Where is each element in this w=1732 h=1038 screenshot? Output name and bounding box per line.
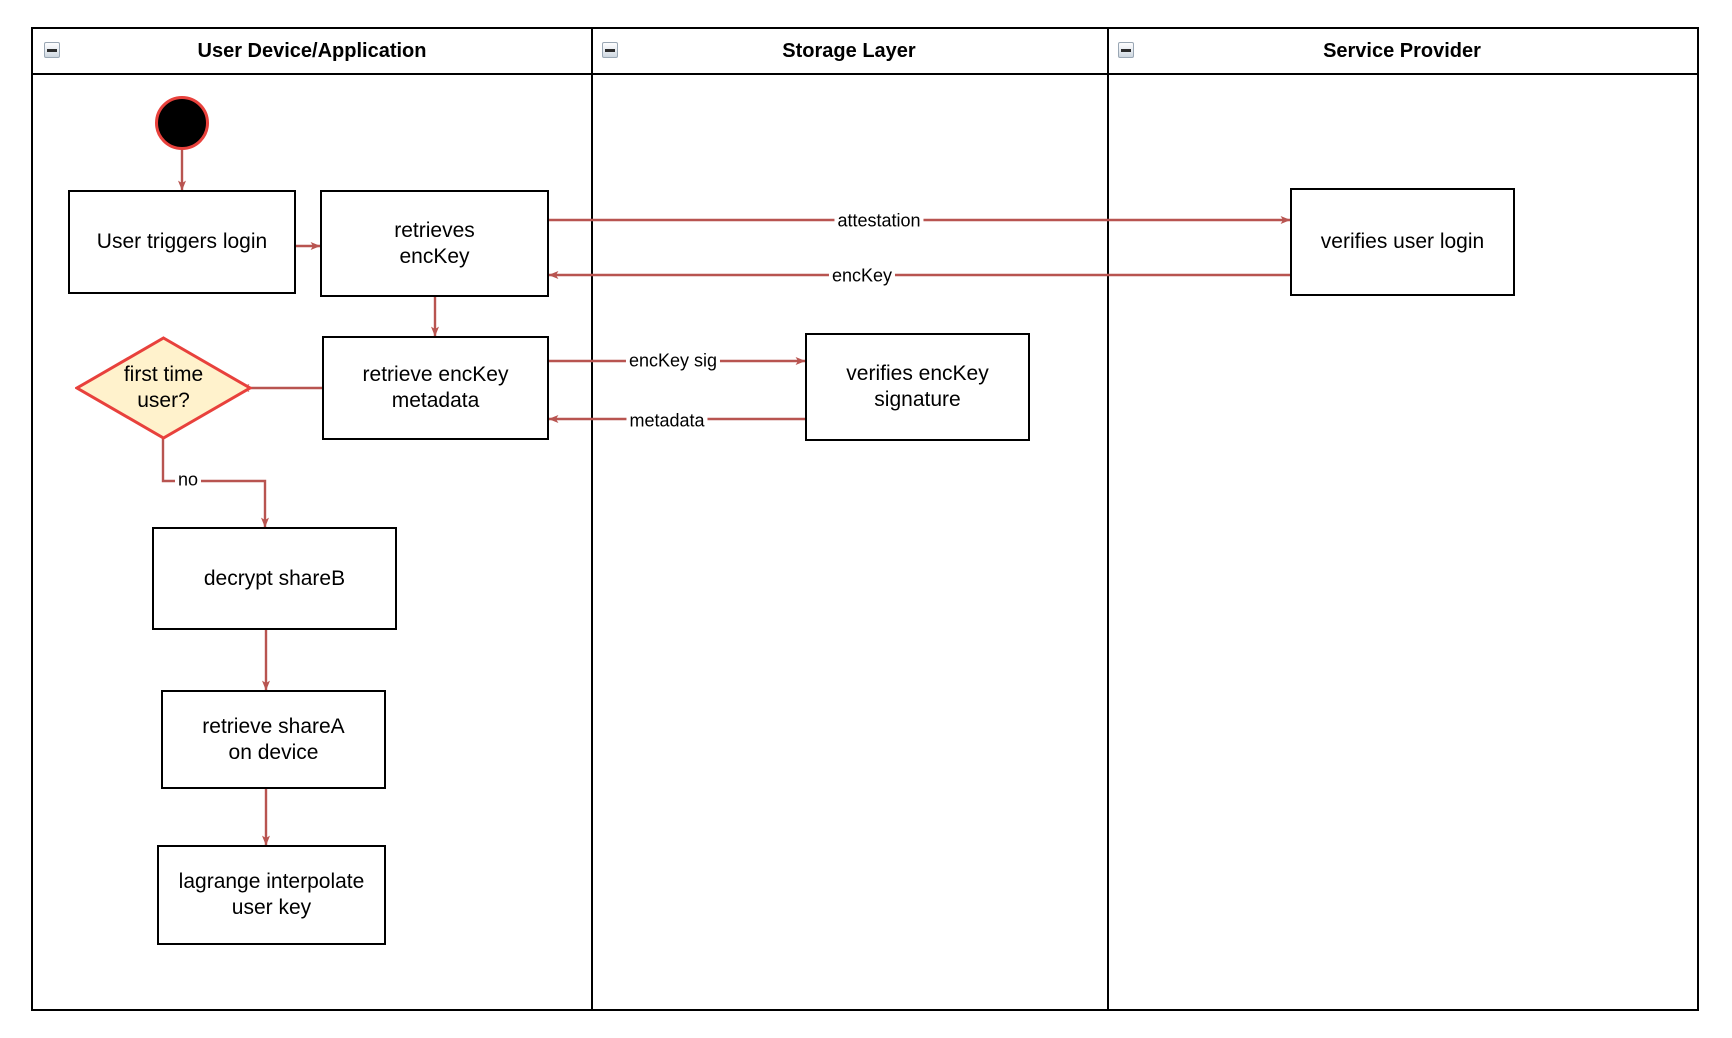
node-label: first time user? xyxy=(123,363,204,412)
edge-label-metadata: metadata xyxy=(626,410,708,432)
edge-label-no: no xyxy=(174,469,202,491)
node-user-triggers-login[interactable]: User triggers login xyxy=(68,190,296,294)
lane-header-storage[interactable]: Storage Layer xyxy=(591,29,1107,75)
edge-label-attestation: attestation xyxy=(834,210,924,232)
node-label: decrypt shareB xyxy=(203,566,346,590)
node-label: retrieves encKey xyxy=(394,218,475,268)
node-retrieves-enckey[interactable]: retrieves encKey xyxy=(320,190,549,297)
node-label: retrieve encKey metadata xyxy=(362,363,509,412)
decision-diamond-shape xyxy=(75,336,252,440)
node-verifies-user-login[interactable]: verifies user login xyxy=(1290,188,1515,296)
node-label: retrieve shareA on device xyxy=(202,714,345,764)
collapse-minus-icon[interactable] xyxy=(1118,42,1134,58)
lane-divider-2 xyxy=(1107,29,1109,1009)
lane-title-user-device: User Device/Application xyxy=(197,39,427,62)
node-lagrange-interpolate-user-key[interactable]: lagrange interpolate user key xyxy=(157,845,386,945)
lane-divider-1 xyxy=(591,29,593,1009)
edge-label-enckey: encKey xyxy=(828,265,896,287)
lane-header-user-device[interactable]: User Device/Application xyxy=(33,29,591,75)
node-retrieve-enckey-metadata[interactable]: retrieve encKey metadata xyxy=(322,336,549,440)
start-node[interactable] xyxy=(155,96,209,150)
node-label: User triggers login xyxy=(96,230,268,253)
collapse-minus-icon[interactable] xyxy=(44,42,60,58)
edge-label-enckey-sig: encKey sig xyxy=(625,350,721,372)
lane-title-service-provider: Service Provider xyxy=(1323,39,1481,62)
lane-header-service-provider[interactable]: Service Provider xyxy=(1107,29,1697,75)
node-label: lagrange interpolate user key xyxy=(178,870,365,919)
node-decrypt-shareb[interactable]: decrypt shareB xyxy=(152,527,397,630)
lane-title-storage: Storage Layer xyxy=(782,39,916,62)
node-label: verifies encKey signature xyxy=(846,362,989,411)
node-first-time-user[interactable]: first time user? xyxy=(75,336,252,440)
node-label: verifies user login xyxy=(1320,230,1485,253)
collapse-minus-icon[interactable] xyxy=(602,42,618,58)
node-verifies-enckey-signature[interactable]: verifies encKey signature xyxy=(805,333,1030,441)
node-retrieve-sharea-on-device[interactable]: retrieve shareA on device xyxy=(161,690,386,789)
